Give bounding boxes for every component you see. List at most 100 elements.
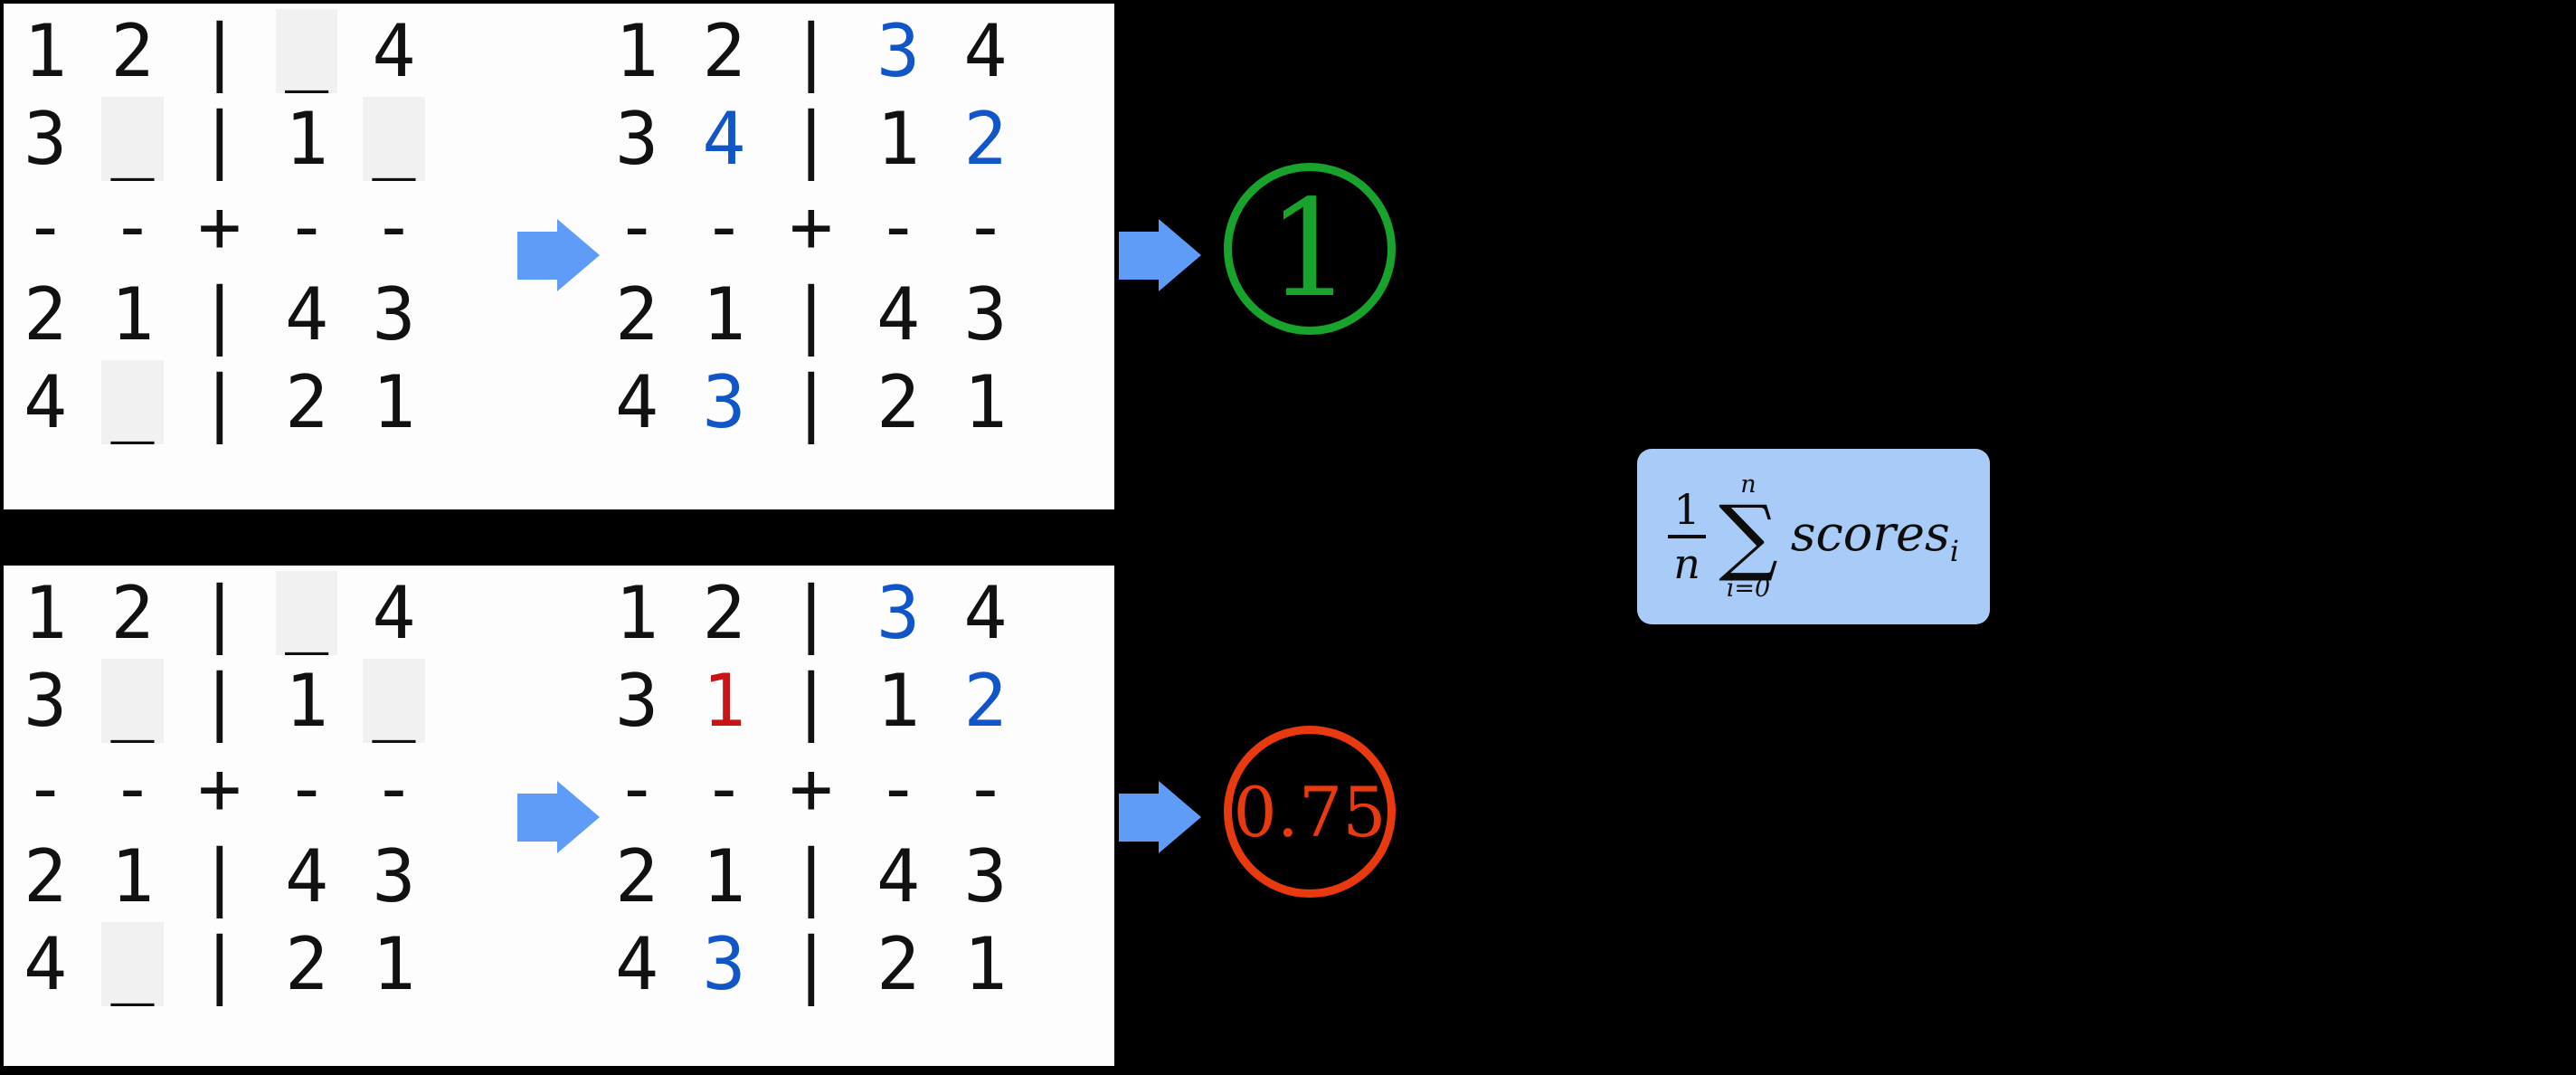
grid-cell: 2 — [615, 834, 659, 918]
grid-cell: 1 — [702, 834, 746, 918]
filled-cell-correct: 3 — [702, 922, 746, 1006]
grid-row: 3 _ | 1 _ — [24, 657, 425, 745]
grid-cell: 1 — [285, 659, 329, 743]
blank-cell: _ — [101, 659, 164, 743]
grid-separator: | — [197, 834, 242, 918]
grid-separator: | — [789, 272, 833, 357]
grid-cell: 3 — [24, 659, 68, 743]
grid-row: 1 2 | 3 4 — [615, 7, 1008, 95]
grid-cell: 2 — [110, 9, 155, 93]
grid-row: - - + - - — [615, 183, 1008, 271]
grid-separator: - — [702, 185, 746, 269]
grid-row: 2 1 | 4 3 — [24, 832, 416, 920]
grid-separator: + — [197, 747, 242, 831]
grid-separator: - — [963, 185, 1008, 269]
arrow-tail — [517, 794, 559, 842]
grid-separator: - — [24, 747, 68, 831]
grid-cell: 1 — [372, 360, 416, 444]
formula-body-subscript: i — [1949, 533, 1959, 568]
score-value: 0.75 — [1233, 771, 1387, 852]
grid-separator: | — [789, 922, 833, 1006]
arrow-right-icon — [517, 781, 600, 854]
fraction-bar — [1668, 535, 1707, 538]
grid-separator: | — [197, 360, 242, 444]
grid-cell: 2 — [702, 571, 746, 655]
score-badge-full: 1 — [1224, 163, 1396, 335]
grid-cell: 1 — [110, 834, 155, 918]
grid-cell: 4 — [876, 834, 921, 918]
fraction-numerator: 1 — [1673, 485, 1700, 534]
arrow-tail — [1119, 232, 1160, 280]
arrow-right-icon — [1119, 219, 1201, 292]
blank-cell: _ — [363, 97, 425, 181]
grid-cell: 3 — [372, 834, 416, 918]
grid-separator: - — [702, 747, 746, 831]
sum-lower-limit: i=0 — [1726, 574, 1771, 603]
grid-separator: - — [615, 747, 659, 831]
arrow-right-icon — [1119, 781, 1201, 854]
grid-row: 2 1 | 4 3 — [615, 832, 1008, 920]
grid-cell: 4 — [615, 360, 659, 444]
grid-separator: | — [789, 9, 833, 93]
grid-separator: | — [789, 97, 833, 181]
mean-score-formula: 1 n n ∑ i=0 scoresi — [1637, 449, 1990, 624]
arrow-tail — [1119, 794, 1160, 842]
grid-separator: | — [789, 571, 833, 655]
grid-cell: 4 — [285, 272, 329, 357]
grid-row: 2 1 | 4 3 — [615, 271, 1008, 358]
grid-row: 1 2 | _ 4 — [24, 569, 416, 657]
filled-cell-correct: 4 — [702, 97, 746, 181]
grid-cell: 1 — [372, 922, 416, 1006]
grid-cell: 3 — [963, 834, 1008, 918]
grid-separator: - — [372, 185, 416, 269]
grid-cell: 3 — [963, 272, 1008, 357]
grid-cell: 1 — [876, 659, 921, 743]
grid-row: 4 _ | 2 1 — [24, 358, 416, 446]
fraction-denominator: n — [1673, 539, 1700, 588]
grid-row: 2 1 | 4 3 — [24, 271, 416, 358]
grid-cell: 3 — [372, 272, 416, 357]
grid-cell: 3 — [615, 659, 659, 743]
grid-row: 1 2 | _ 4 — [24, 7, 416, 95]
grid-separator: + — [789, 185, 833, 269]
grid-separator: - — [285, 747, 329, 831]
arrow-right-icon — [517, 219, 600, 292]
blank-cell: _ — [101, 97, 164, 181]
grid-separator: | — [197, 97, 242, 181]
arrow-tail — [517, 232, 559, 280]
grid-cell: 2 — [285, 360, 329, 444]
grid-row: 4 _ | 2 1 — [24, 920, 416, 1008]
grid-row: 3 4 | 1 2 — [615, 95, 1008, 183]
sum-upper-limit: n — [1740, 471, 1757, 499]
grid-cell: 1 — [702, 272, 746, 357]
score-badge-partial: 0.75 — [1224, 726, 1396, 898]
grid-cell: 4 — [963, 9, 1008, 93]
grid-cell: 4 — [876, 272, 921, 357]
grid-separator: | — [789, 834, 833, 918]
arrow-head — [1159, 219, 1201, 291]
grid-separator: + — [197, 185, 242, 269]
grid-cell: 4 — [24, 360, 68, 444]
summation: n ∑ i=0 — [1719, 472, 1778, 600]
grid-separator: - — [24, 185, 68, 269]
grid-separator: | — [197, 9, 242, 93]
grid-cell: 1 — [963, 922, 1008, 1006]
grid-cell: 2 — [110, 571, 155, 655]
grid-separator: - — [963, 747, 1008, 831]
grid-separator: - — [285, 185, 329, 269]
sigma-icon: ∑ — [1719, 488, 1778, 585]
filled-cell-correct: 2 — [963, 659, 1008, 743]
filled-cell-correct: 3 — [876, 571, 921, 655]
grid-cell: 1 — [615, 9, 659, 93]
grid-cell: 4 — [963, 571, 1008, 655]
grid-cell: 4 — [372, 571, 416, 655]
blank-cell: _ — [101, 360, 164, 444]
formula-body-word: scores — [1790, 505, 1950, 563]
grid-cell: 3 — [24, 97, 68, 181]
blank-cell: _ — [101, 922, 164, 1006]
grid-cell: 1 — [24, 571, 68, 655]
blank-cell: _ — [276, 9, 338, 93]
grid-separator: - — [110, 747, 155, 831]
